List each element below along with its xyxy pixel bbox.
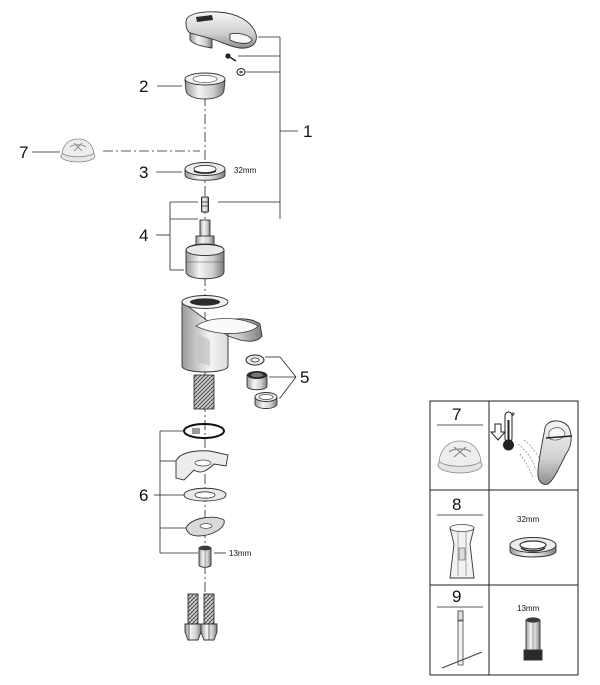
callout-7: 7 [19,143,28,162]
aerator-insert [246,371,268,391]
lever-handle [185,11,257,49]
cartridge-screw [201,196,209,213]
cartridge-tool-icon [449,524,475,579]
escutcheon-cap [184,72,226,100]
legend-number-9: 9 [452,587,461,606]
callout-1: 1 [303,122,312,141]
legend-nut-size: 32mm [517,515,540,524]
legend-hex-size: 13mm [517,604,540,613]
handle-cap-spare [60,138,96,163]
aerator-washer [245,354,265,366]
faucet-body [181,295,263,373]
supply-hose-upper [193,374,215,410]
callout-5: 5 [300,368,309,387]
mounting-o-ring [183,423,225,439]
handle-screw [225,53,237,62]
mounting-nut-13mm [198,545,212,568]
handle-cap [236,68,246,76]
legend-number-8: 8 [452,495,461,514]
part-1-leader [218,36,298,219]
hex-key-tool-icon [441,610,483,669]
part-4-leader [156,201,198,271]
callout-2: 2 [139,77,148,96]
temperature-limiter-icon [489,411,573,485]
aerator-housing [254,392,278,409]
legend-hex-nut-image [523,617,543,661]
part-6-leader [154,430,198,554]
callout-3: 3 [139,163,148,182]
cartridge-nut [184,162,226,181]
mounting-bracket [175,450,229,481]
legend-number-7: 7 [452,405,461,424]
hex-size-label: 13mm [229,549,252,558]
callout-4: 4 [139,226,148,245]
cartridge [185,219,225,280]
mounting-clip [185,516,225,537]
part-5-leader [265,356,297,399]
supply-hoses [184,593,218,641]
callout-6: 6 [139,486,148,505]
legend-cap-image [437,440,483,474]
legend-nut-image [509,537,557,558]
mounting-washer [183,487,227,502]
nut-size-label: 32mm [234,166,257,175]
